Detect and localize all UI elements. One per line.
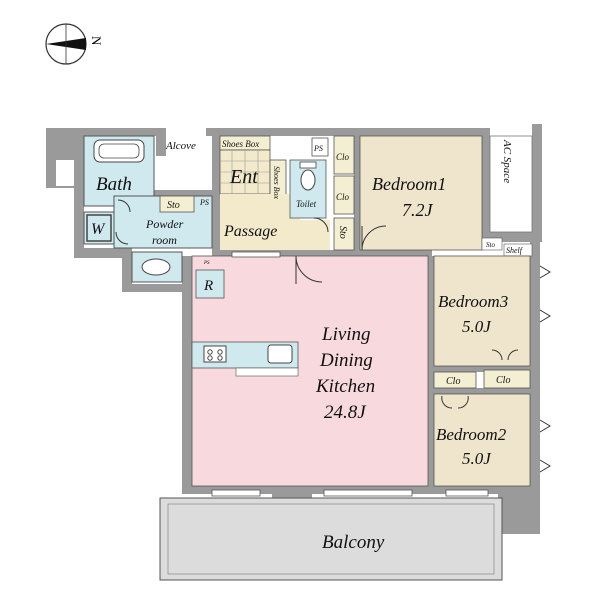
ldk-size: 24.8J bbox=[324, 402, 367, 423]
closet-2-label: Clo bbox=[336, 192, 350, 202]
storage-bedroom1-label: Sto bbox=[486, 241, 495, 249]
bedroom2-area bbox=[433, 393, 531, 487]
storage-powder bbox=[159, 195, 195, 213]
ps-top bbox=[311, 137, 329, 157]
passage-label: Passage bbox=[223, 223, 277, 240]
stove-icon bbox=[203, 345, 227, 363]
storage-passage-label: Sto bbox=[337, 226, 348, 239]
ldk-label-2: Dining bbox=[319, 350, 373, 371]
ps-small-label: PS bbox=[203, 261, 210, 266]
storage-bedroom1 bbox=[481, 237, 503, 251]
ac-space-area bbox=[489, 135, 533, 233]
closet-4-label: Clo bbox=[496, 375, 510, 386]
shoes-box-side-label: Shoes Box bbox=[272, 166, 281, 200]
powder-room-label-2: room bbox=[152, 233, 177, 247]
toilet-label: Toilet bbox=[296, 199, 317, 209]
bathtub-icon bbox=[93, 139, 145, 163]
entrance-label: Ent bbox=[229, 166, 258, 188]
refrigerator-area bbox=[195, 269, 225, 299]
basin-icon bbox=[141, 258, 171, 276]
shelf-label: Shelf bbox=[506, 246, 524, 255]
alcove-label: Alcove bbox=[165, 140, 196, 152]
bedroom3-label: Bedroom3 bbox=[438, 292, 508, 311]
ldk-label-1: Living bbox=[321, 324, 371, 345]
bedroom1-label: Bedroom1 bbox=[372, 174, 446, 194]
ps-top-label: PS bbox=[313, 144, 323, 153]
toilet-icon bbox=[300, 169, 316, 191]
bedroom3-size: 5.0J bbox=[462, 317, 492, 336]
windows bbox=[211, 251, 489, 497]
alcove-area bbox=[166, 136, 212, 190]
closet-3 bbox=[433, 371, 477, 389]
refrigerator-label: R bbox=[203, 278, 213, 294]
bedroom2-label: Bedroom2 bbox=[436, 425, 507, 444]
bedroom1-area bbox=[359, 135, 483, 251]
closet-3-label: Clo bbox=[446, 376, 460, 387]
closet-1 bbox=[333, 135, 355, 175]
bedroom3-area bbox=[433, 255, 531, 367]
shoes-box-top-label: Shoes Box bbox=[222, 139, 259, 149]
compass: N bbox=[45, 23, 104, 65]
closet-2 bbox=[333, 175, 355, 215]
ldk-area bbox=[191, 255, 429, 487]
powder-room-label-1: Powder bbox=[145, 217, 184, 231]
balcony-label: Balcony bbox=[322, 532, 385, 553]
compass-north-label: N bbox=[89, 36, 104, 46]
passage-area bbox=[220, 194, 300, 250]
ac-space-label: AC Space bbox=[501, 139, 513, 183]
bedroom1-size: 7.2J bbox=[402, 200, 434, 220]
ps-left-label: PS bbox=[199, 198, 209, 207]
bath-label: Bath bbox=[96, 174, 132, 195]
storage-passage bbox=[333, 217, 355, 251]
washer-label: W bbox=[91, 221, 106, 238]
sink-icon bbox=[267, 344, 293, 364]
closet-4 bbox=[483, 369, 531, 389]
doors bbox=[115, 199, 551, 473]
storage-powder-label: Sto bbox=[167, 200, 180, 211]
closet-1-label: Clo bbox=[336, 152, 350, 162]
ldk-label-3: Kitchen bbox=[315, 376, 375, 397]
bedroom2-size: 5.0J bbox=[462, 449, 492, 468]
